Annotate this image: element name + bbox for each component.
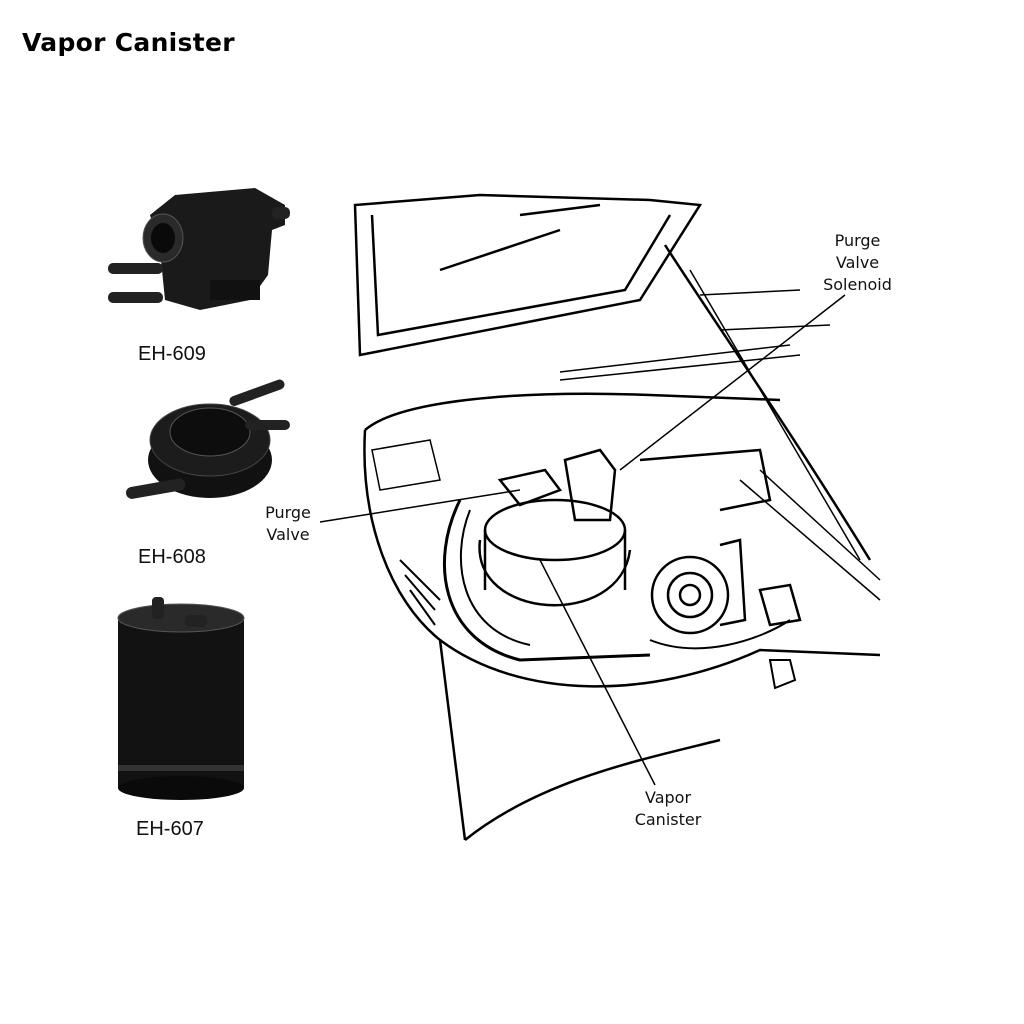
callout-line: Valve [835,253,880,272]
product-label-eh-609: EH-609 [138,343,206,365]
callout-line: Purge [834,231,881,250]
callout-line: Purge [265,503,311,522]
purge-valve-leader-line [319,489,521,523]
page-title: Vapor Canister [22,28,235,57]
eh-608-part-image [125,379,290,499]
callout-purge-valve: Purge Valve [250,502,326,546]
callout-vapor-canister: Vapor Canister [620,787,716,831]
product-label-eh-608: EH-608 [138,546,206,568]
callout-line: Vapor [644,788,692,807]
callout-line: Valve [266,525,310,544]
solenoid-leader-line [619,294,846,471]
vapor-canister-leader-line [539,559,656,786]
callout-purge-valve-solenoid: Purge Valve Solenoid [805,230,910,296]
engine-bay-drawing [353,193,881,841]
callout-line: Solenoid [823,275,892,294]
callout-line: Canister [634,810,702,829]
product-label-eh-607: EH-607 [136,818,204,840]
eh-609-part-image [108,188,290,310]
eh-607-part-image [117,597,245,800]
